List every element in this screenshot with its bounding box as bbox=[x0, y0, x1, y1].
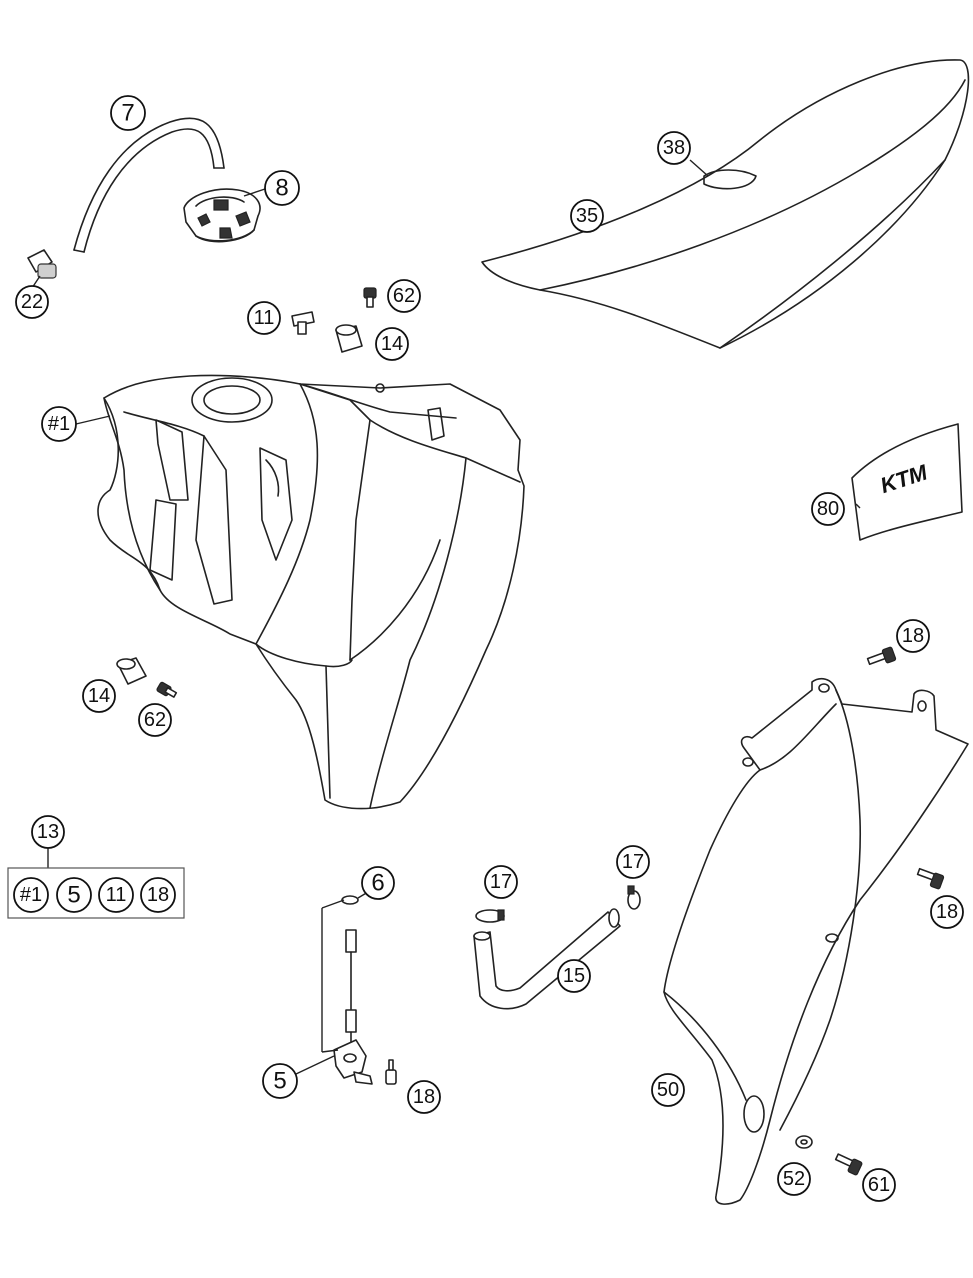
washer-52 bbox=[795, 1135, 813, 1149]
callout-52: 52 bbox=[777, 1162, 811, 1196]
callout-label: 14 bbox=[381, 333, 403, 355]
callout-17-left: 17 bbox=[484, 865, 518, 899]
bushing-14-lower bbox=[116, 657, 147, 685]
fuel-tap bbox=[295, 899, 373, 1085]
kit-callout-11: 11 bbox=[98, 877, 134, 913]
callout-50: 50 bbox=[651, 1073, 685, 1107]
callout-label: 18 bbox=[936, 901, 958, 923]
bolt-18-upper bbox=[866, 646, 897, 666]
bushing-14-top bbox=[335, 324, 363, 353]
callout-22: 22 bbox=[15, 285, 49, 319]
callout-label: 11 bbox=[106, 884, 127, 906]
bolt-62-top bbox=[363, 287, 377, 308]
callout-8: 8 bbox=[264, 170, 300, 206]
callout-38: 38 bbox=[657, 131, 691, 165]
ktm-decal: KTM bbox=[851, 423, 963, 541]
callout-leaders bbox=[75, 415, 861, 509]
kit-callout-1: #1 bbox=[13, 877, 49, 913]
callout-11: 11 bbox=[247, 301, 281, 335]
elbow-fitting bbox=[27, 249, 57, 289]
callout-7: 7 bbox=[110, 95, 146, 131]
fuel-tank bbox=[97, 374, 525, 810]
callout-61: 61 bbox=[862, 1168, 896, 1202]
kit-callout-5: 5 bbox=[56, 877, 92, 913]
callout-62-lower: 62 bbox=[138, 703, 172, 737]
callout-14-lower: 14 bbox=[82, 679, 116, 713]
callout-label: 61 bbox=[868, 1174, 890, 1196]
callout-label: 80 bbox=[817, 498, 839, 520]
callout-label: 15 bbox=[563, 965, 585, 987]
callouts: 7 8 22 11 62 14 38 35 #1 80 18 14 62 13 … bbox=[13, 95, 964, 1202]
callout-13: 13 bbox=[31, 815, 65, 849]
callout-label: 6 bbox=[371, 870, 384, 897]
bolt-62-lower bbox=[156, 681, 178, 698]
callout-label: 14 bbox=[88, 685, 110, 707]
callout-17-right: 17 bbox=[616, 845, 650, 879]
callout-label: 13 bbox=[37, 821, 59, 843]
callout-14-top: 14 bbox=[375, 327, 409, 361]
callout-label: 5 bbox=[67, 882, 80, 909]
callout-15: 15 bbox=[557, 959, 591, 993]
bolt-18-right bbox=[916, 867, 945, 890]
callout-label: 18 bbox=[413, 1086, 435, 1108]
callout-80: 80 bbox=[811, 492, 845, 526]
fuel-cap bbox=[183, 187, 269, 243]
callout-label: #1 bbox=[20, 884, 42, 906]
callout-label: #1 bbox=[48, 413, 70, 435]
callout-label: 22 bbox=[21, 291, 43, 313]
callout-label: 50 bbox=[657, 1079, 679, 1101]
callout-label: 35 bbox=[576, 205, 598, 227]
callout-18-right: 18 bbox=[930, 895, 964, 929]
seat bbox=[481, 59, 970, 349]
fuel-hose bbox=[473, 908, 621, 1010]
callout-label: 7 bbox=[121, 100, 134, 127]
callout-6: 6 bbox=[361, 866, 395, 900]
callout-18-lower: 18 bbox=[407, 1080, 441, 1114]
hose-clamp-17-right bbox=[627, 885, 641, 910]
callout-label: 52 bbox=[783, 1168, 805, 1190]
side-cover bbox=[663, 677, 969, 1205]
callout-18-upper: 18 bbox=[896, 619, 930, 653]
callout-label: 62 bbox=[393, 285, 415, 307]
callout-label: 17 bbox=[622, 851, 644, 873]
callout-35: 35 bbox=[570, 199, 604, 233]
callout-label: 18 bbox=[147, 884, 169, 906]
callout-1: #1 bbox=[41, 406, 77, 442]
kit-callout-18: 18 bbox=[140, 877, 176, 913]
hose-clamp-17-left bbox=[475, 909, 505, 923]
callout-label: 18 bbox=[902, 625, 924, 647]
screw-18-lower bbox=[385, 1059, 397, 1085]
callout-label: 62 bbox=[144, 709, 166, 731]
o-ring bbox=[341, 891, 369, 905]
callout-label: 38 bbox=[663, 137, 685, 159]
callout-label: 17 bbox=[490, 871, 512, 893]
bolt-61 bbox=[834, 1153, 863, 1176]
screw-11 bbox=[291, 311, 315, 335]
callout-62-top: 62 bbox=[387, 279, 421, 313]
breather-hose bbox=[73, 117, 225, 253]
callout-label: 11 bbox=[254, 307, 275, 329]
callout-5: 5 bbox=[262, 1063, 298, 1099]
callout-label: 5 bbox=[273, 1068, 286, 1095]
callout-label: 8 bbox=[275, 175, 288, 202]
